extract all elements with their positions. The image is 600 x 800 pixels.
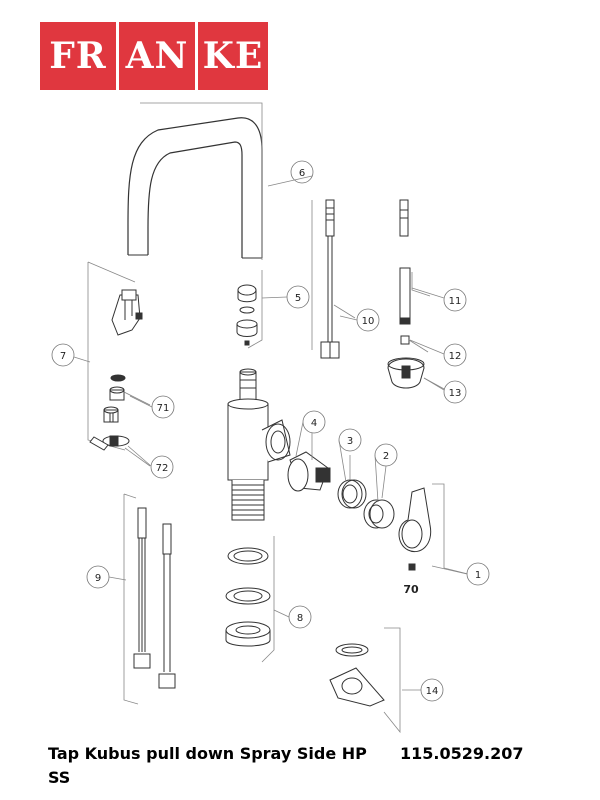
locking-nut-part — [337, 455, 367, 509]
supply-hose-part — [311, 199, 356, 359]
logo-segment: FR — [40, 22, 116, 90]
product-title-line2: SS — [48, 768, 71, 787]
cartridge-part — [287, 432, 331, 492]
lever-handle-part — [398, 483, 469, 575]
callout-13: 13 — [449, 388, 462, 399]
callout-12: 12 — [449, 351, 462, 362]
callout-4: 4 — [311, 418, 317, 429]
callout-9: 9 — [95, 573, 101, 584]
small-seals-part — [236, 270, 263, 349]
callout-5: 5 — [295, 293, 301, 304]
small-plug-part — [400, 335, 429, 353]
callout-2: 2 — [383, 451, 389, 462]
callout-8: 8 — [297, 613, 303, 624]
callout-7: 7 — [60, 351, 66, 362]
logo-segment: AN — [119, 22, 195, 90]
callout-6: 6 — [299, 168, 305, 179]
product-title-line1: Tap Kubus pull down Spray Side HP — [48, 744, 367, 763]
valve-stem-part — [399, 199, 431, 325]
spray-handset-part — [87, 261, 143, 451]
callout-70: 70 — [403, 583, 419, 596]
product-code: 115.0529.207 — [400, 744, 524, 763]
callout-72: 72 — [156, 463, 169, 474]
callout-14: 14 — [426, 686, 439, 697]
mounting-bracket-part — [329, 627, 401, 734]
tap-body-part — [227, 368, 291, 521]
inlet-hoses-part — [123, 493, 176, 705]
hose-connector-part — [89, 435, 151, 467]
logo-segment: KE — [198, 22, 268, 90]
callout-1: 1 — [475, 570, 481, 581]
callout-11: 11 — [449, 296, 462, 307]
callout-10: 10 — [362, 316, 375, 327]
franke-logo: FR AN KE — [40, 22, 268, 90]
aerator-part — [103, 374, 151, 423]
base-washer-part — [225, 536, 275, 663]
callout-labels: 6 5 10 11 12 13 7 71 72 4 3 2 1 9 8 14 7… — [60, 168, 481, 697]
spout-part — [127, 102, 263, 260]
sleeve-part — [363, 465, 395, 529]
hose-weight-part — [387, 357, 447, 391]
callout-3: 3 — [347, 436, 353, 447]
product-caption: Tap Kubus pull down Spray Side HP 115.05… — [48, 742, 568, 790]
callout-71: 71 — [157, 403, 170, 414]
callouts — [51, 160, 490, 702]
